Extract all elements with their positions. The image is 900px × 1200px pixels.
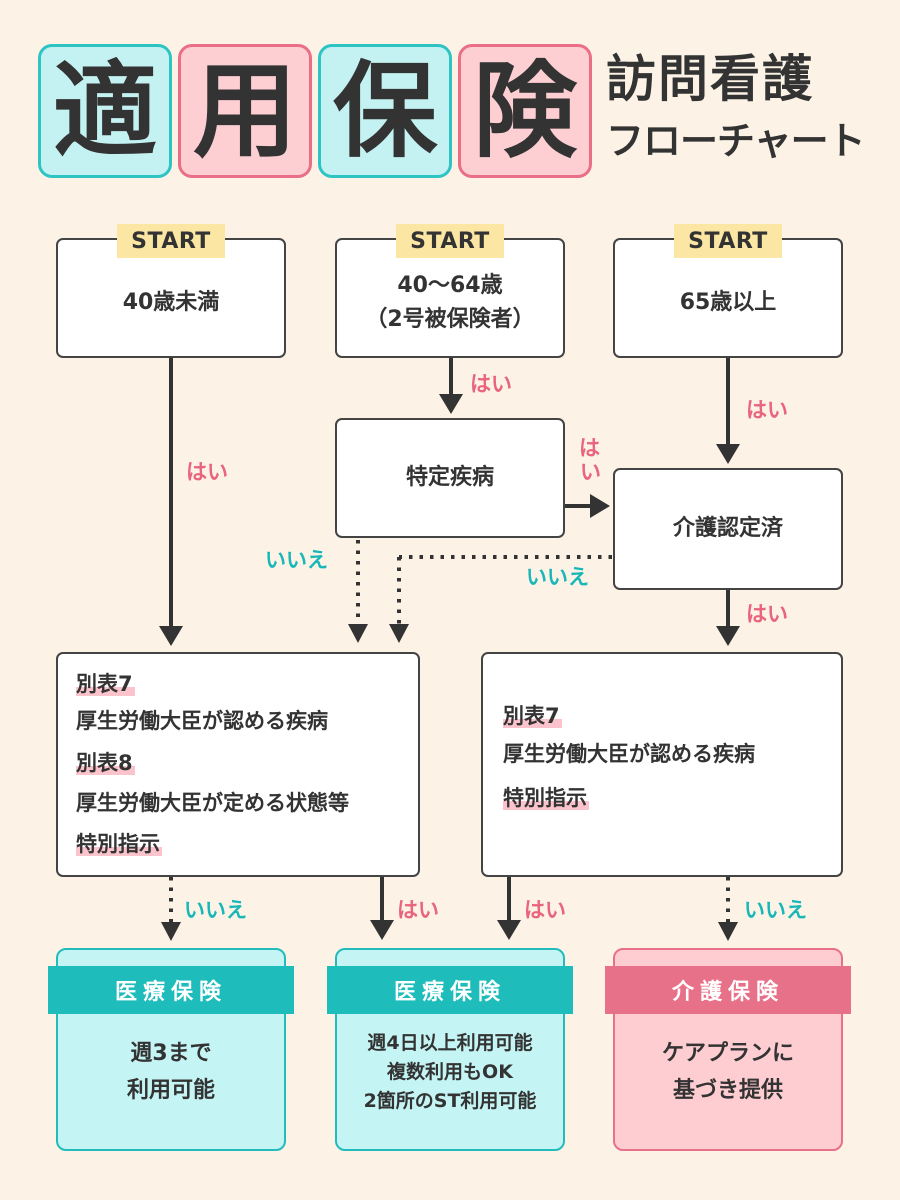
node-care-certified: 介護認定済 bbox=[613, 468, 843, 590]
result-medical-2-line3: 2箇所のST利用可能 bbox=[363, 1089, 537, 1112]
start-box-under-40-text: 40歳未満 bbox=[122, 289, 220, 315]
result-medical-1-line1: 週3まで bbox=[130, 1041, 212, 1067]
label-yes-right-criteria: はい bbox=[524, 898, 566, 922]
criteria-left-line4: 厚生労働大臣が定める状態等 bbox=[76, 791, 349, 815]
node-specific-disease-text: 特定疾病 bbox=[405, 464, 494, 490]
node-care-certified-text: 介護認定済 bbox=[672, 515, 783, 541]
criteria-right-line3: 特別指示 bbox=[503, 786, 589, 810]
start-box-40-64-line2: （2号被保険者） bbox=[365, 307, 535, 332]
label-yes-vertical-top: は bbox=[579, 436, 600, 460]
node-specific-disease: 特定疾病 bbox=[335, 418, 565, 538]
result-care-line2: 基づき提供 bbox=[672, 1077, 783, 1103]
criteria-left-line1: 別表7 bbox=[76, 672, 135, 696]
title-char-3: 保 bbox=[318, 44, 452, 178]
label-yes-40-64: はい bbox=[470, 372, 512, 396]
result-header-medical-1: 医療保険 bbox=[48, 966, 294, 1014]
label-yes-vertical-bottom: い bbox=[580, 460, 601, 484]
label-no-specific-disease: いいえ bbox=[265, 548, 328, 572]
start-box-40-64-line1: 40〜64歳 bbox=[397, 272, 503, 298]
label-yes-over65: はい bbox=[746, 398, 788, 422]
result-header-medical-2: 医療保険 bbox=[327, 966, 573, 1014]
label-yes-under40: はい bbox=[186, 460, 228, 484]
result-medical-2-line1: 週4日以上利用可能 bbox=[367, 1032, 533, 1055]
start-tag-2: START bbox=[396, 224, 504, 258]
subtitle-line-2: フローチャート bbox=[606, 119, 866, 163]
label-no-left-criteria: いいえ bbox=[184, 898, 247, 922]
result-medical-1-line2: 利用可能 bbox=[126, 1077, 215, 1103]
label-yes-left-criteria: はい bbox=[397, 898, 439, 922]
start-tag-1: START bbox=[117, 224, 225, 258]
start-box-over-65-text: 65歳以上 bbox=[679, 289, 777, 315]
title-char-4: 険 bbox=[458, 44, 592, 178]
criteria-left-line3: 別表8 bbox=[76, 751, 135, 775]
result-medical-2-line2: 複数利用もOK bbox=[387, 1061, 513, 1084]
criteria-left-line5: 特別指示 bbox=[76, 832, 162, 856]
label-no-care-certified: いいえ bbox=[526, 565, 589, 589]
result-care-line1: ケアプランに bbox=[661, 1041, 794, 1067]
criteria-left-line2: 厚生労働大臣が認める疾病 bbox=[76, 709, 328, 733]
label-no-right-criteria: いいえ bbox=[744, 898, 807, 922]
start-box-under-40: 40歳未満 bbox=[56, 238, 286, 358]
criteria-right-line1: 別表7 bbox=[503, 704, 562, 728]
start-box-40-64: 40〜64歳 （2号被保険者） bbox=[335, 238, 565, 358]
criteria-right-box: 別表7 厚生労働大臣が認める疾病 特別指示 bbox=[481, 652, 843, 877]
title-char-1: 適 bbox=[38, 44, 172, 178]
criteria-right-line2: 厚生労働大臣が認める疾病 bbox=[503, 742, 755, 766]
start-tag-3: START bbox=[674, 224, 782, 258]
criteria-left-box: 別表7 厚生労働大臣が認める疾病 別表8 厚生労働大臣が定める状態等 特別指示 bbox=[56, 652, 420, 877]
title-char-2: 用 bbox=[178, 44, 312, 178]
label-yes-care-certified: はい bbox=[746, 602, 788, 626]
result-header-care: 介護保険 bbox=[605, 966, 851, 1014]
subtitle-line-1: 訪問看護 bbox=[606, 50, 814, 108]
